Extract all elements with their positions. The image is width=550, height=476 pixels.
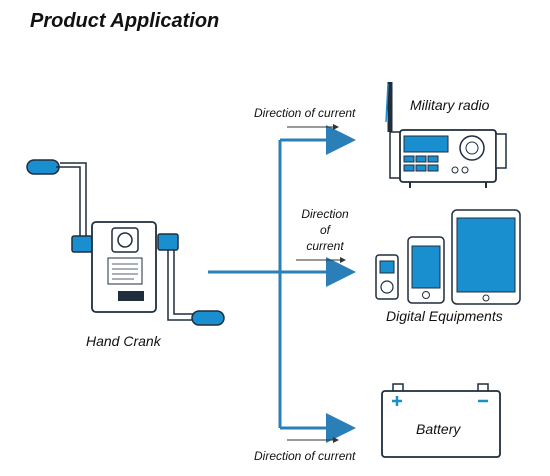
direction-label-middle-line1: Direction <box>301 207 349 221</box>
military-radio-label: Military radio <box>410 97 490 113</box>
hand-crank-icon <box>26 159 225 326</box>
smartphone-icon <box>407 236 445 304</box>
battery-label: Battery <box>416 421 461 437</box>
direction-label-middle: Direction of current <box>290 206 360 254</box>
digital-equipments-label: Digital Equipments <box>386 308 503 324</box>
tablet-icon <box>451 209 521 305</box>
direction-label-middle-line3: current <box>306 239 344 253</box>
direction-label-bottom: Direction of current <box>254 449 356 463</box>
hand-crank-label: Hand Crank <box>86 333 161 349</box>
battery-icon <box>381 383 501 458</box>
current-lines <box>208 125 356 443</box>
direction-label-middle-line2: of <box>319 223 330 237</box>
direction-label-top: Direction of current <box>254 106 356 120</box>
page-title: Product Application <box>30 10 220 32</box>
mp3-player-icon <box>375 254 399 300</box>
military-radio-icon <box>385 82 507 188</box>
